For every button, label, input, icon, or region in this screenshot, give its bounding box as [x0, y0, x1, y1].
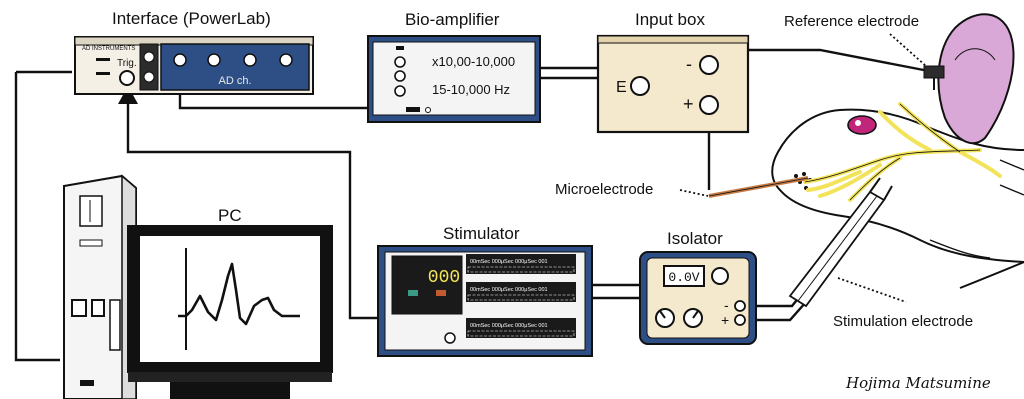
stimulation-electrode-label: Stimulation electrode	[833, 313, 973, 330]
isolator-unit: 0.0V - +	[639, 251, 757, 345]
trig-label: Trig.	[117, 58, 137, 69]
stim-row-2: 00mSec 000μSec 000μSec 001	[466, 282, 576, 302]
cable-stim-trigger	[126, 98, 380, 320]
stimulation-electrode-icon	[788, 177, 893, 308]
inputbox-e: E	[616, 79, 627, 96]
adch-panel	[160, 43, 310, 91]
artist-signature: Hojima Matsumine	[845, 374, 991, 392]
trig-port[interactable]	[119, 70, 135, 86]
microelectrode-label: Microelectrode	[555, 181, 653, 198]
stim-row-1: 00mSec 000μSec 000μSec 001	[466, 254, 576, 274]
stimulator-display: 000	[428, 268, 460, 288]
powerlab-unit: AD INSTRUMENTS Trig. AD ch.	[74, 36, 314, 95]
inputbox-plus: +	[683, 94, 694, 114]
pc-tower-icon	[63, 174, 137, 399]
stim-row-1-text: 00mSec 000μSec 000μSec 001	[470, 259, 548, 265]
reference-label: Reference electrode	[784, 13, 919, 30]
inputbox-label: Input box	[635, 10, 705, 29]
bioamp-unit: x10,00-10,000 15-10,000 Hz	[367, 35, 541, 123]
isolator-plus: +	[721, 312, 729, 328]
adch-port-2[interactable]	[207, 53, 221, 67]
pc-label: PC	[218, 206, 242, 225]
stimulator-power-button[interactable]	[444, 332, 456, 344]
stim-row-2-text: 00mSec 000μSec 000μSec 001	[470, 287, 548, 293]
reference-electrode-pin-icon	[923, 65, 945, 90]
cable-iso-stim-plus	[742, 301, 807, 322]
waveform-trace	[178, 262, 300, 326]
adch-port-4[interactable]	[279, 53, 293, 67]
monitor-icon	[127, 225, 333, 399]
interface-label: Interface (PowerLab)	[112, 9, 271, 28]
isolator-display: 0.0V	[668, 270, 699, 285]
bioamp-label: Bio-amplifier	[405, 10, 500, 29]
bioamp-band: 15-10,000 Hz	[432, 82, 510, 97]
bioamp-gain: x10,00-10,000	[432, 54, 515, 69]
adch-port-1[interactable]	[173, 53, 187, 67]
adch-port-3[interactable]	[243, 53, 257, 67]
inputbox-minus-port[interactable]	[699, 55, 719, 75]
inputbox-unit: E - +	[596, 34, 750, 134]
isolator-minus: -	[724, 297, 729, 313]
rat-head-icon	[771, 13, 1024, 289]
stim-row-3: 00mSec 000μSec 000μSec 001	[466, 318, 576, 338]
inputbox-e-port[interactable]	[630, 76, 650, 96]
bioamp-knob-3[interactable]	[394, 85, 406, 97]
isolator-minus-port[interactable]	[734, 300, 746, 312]
bioamp-knob-1[interactable]	[394, 56, 406, 68]
stimulator-label: Stimulator	[443, 224, 520, 243]
isolator-knob-top[interactable]	[711, 267, 729, 285]
powerlab-brand: AD INSTRUMENTS	[82, 46, 135, 52]
stim-row-3-text: 00mSec 000μSec 000μSec 001	[470, 323, 548, 329]
bioamp-knob-2[interactable]	[394, 70, 406, 82]
inputbox-plus-port[interactable]	[699, 95, 719, 115]
isolator-label: Isolator	[667, 229, 723, 248]
cable-pc-trigger	[14, 72, 60, 362]
adch-label: AD ch.	[218, 75, 251, 87]
inputbox-minus: -	[686, 54, 692, 74]
isolator-plus-port[interactable]	[734, 314, 746, 326]
stimulator-unit: 000 00mSec 000μSec 000μSec 001 00mSec 00…	[377, 245, 593, 357]
